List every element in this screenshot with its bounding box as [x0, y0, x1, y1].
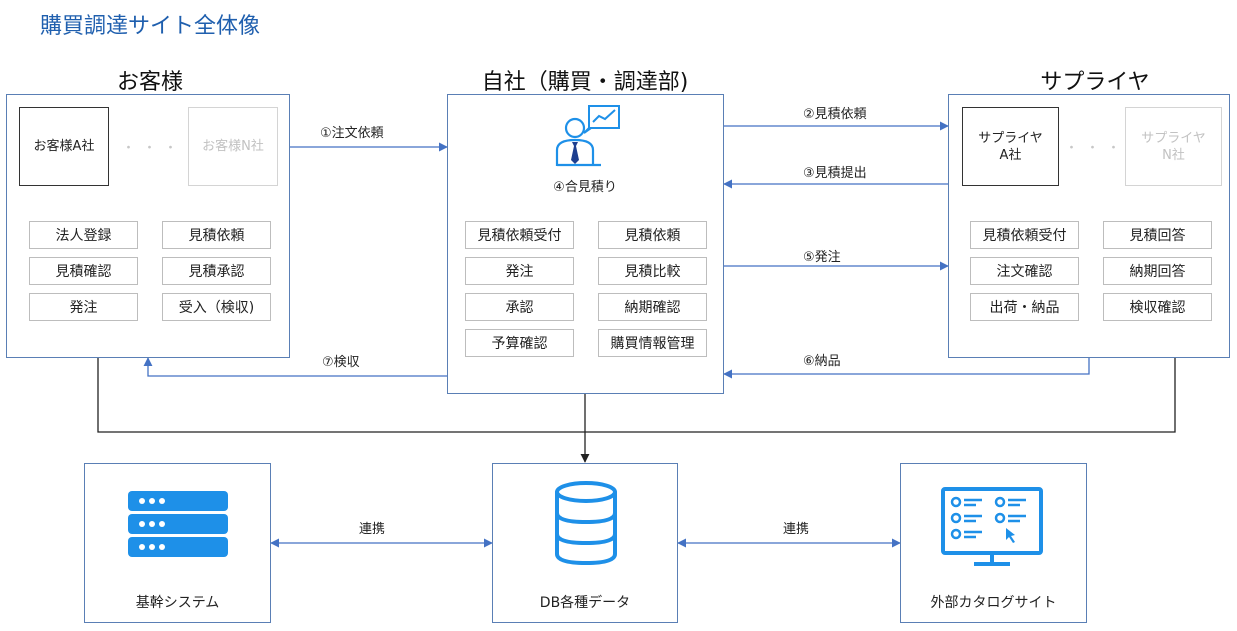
core-db-link-label: 連携: [359, 522, 386, 537]
catalog-site-label: 外部カタログサイト: [930, 595, 1057, 611]
self-feature: 予算確認: [465, 329, 574, 357]
catalog-monitor-icon: [941, 487, 1043, 566]
supplier-feature: 検収確認: [1103, 293, 1212, 321]
customer-feature: 見積確認: [29, 257, 138, 285]
core-system-label: 基幹システム: [135, 595, 220, 611]
self-feature: 見積依頼: [598, 221, 707, 249]
customer-company-n: お客様N社: [188, 107, 278, 186]
businessman-chart-icon: [555, 105, 620, 167]
supplier-feature: 納期回答: [1103, 257, 1212, 285]
db-catalog-link-label: 連携: [783, 522, 810, 537]
self-group-title: 自社（購買・調達部): [481, 70, 689, 95]
supplier-group-title: サプライヤ: [1040, 70, 1150, 95]
data-bus-line: [97, 357, 1176, 433]
self-feature: 見積比較: [598, 257, 707, 285]
customer-feature: 見積承認: [162, 257, 271, 285]
self-feature: 納期確認: [598, 293, 707, 321]
self-feature: 承認: [465, 293, 574, 321]
quote-request-label: ②見積依頼: [803, 107, 867, 122]
self-icon-label: ④合見積り: [553, 180, 617, 195]
page-title: 購買調達サイト全体像: [40, 14, 261, 39]
self-feature: 発注: [465, 257, 574, 285]
customer-feature: 見積依頼: [162, 221, 271, 249]
database-label: DB各種データ: [539, 595, 631, 611]
quote-submit-label: ③見積提出: [803, 166, 867, 181]
customer-feature: 法人登録: [29, 221, 138, 249]
customer-group-title: お客様: [116, 70, 183, 95]
supplier-company-n: サプライヤ N社: [1125, 107, 1222, 186]
customer-feature: 受入（検収): [162, 293, 271, 321]
supplier-feature: 注文確認: [970, 257, 1079, 285]
database-icon: [555, 481, 617, 566]
order-request-label: ①注文依頼: [320, 126, 384, 141]
customer-ellipsis: ・・・: [122, 141, 186, 156]
server-icon: [128, 491, 228, 557]
supplier-ellipsis: ・・・: [1065, 141, 1129, 156]
supplier-company-a: サプライヤ A社: [962, 107, 1059, 186]
supplier-feature: 出荷・納品: [970, 293, 1079, 321]
inspection-arrow: [143, 357, 447, 377]
supplier-feature: 見積回答: [1103, 221, 1212, 249]
purchase-order-label: ⑤発注: [803, 250, 841, 265]
customer-company-a: お客様A社: [19, 107, 109, 186]
supplier-feature: 見積依頼受付: [970, 221, 1079, 249]
self-feature: 見積依頼受付: [465, 221, 574, 249]
customer-feature: 発注: [29, 293, 138, 321]
delivery-arrow: [723, 357, 1090, 379]
inspection-label: ⑦検収: [322, 355, 360, 370]
delivery-label: ⑥納品: [803, 354, 841, 369]
self-feature: 購買情報管理: [598, 329, 707, 357]
